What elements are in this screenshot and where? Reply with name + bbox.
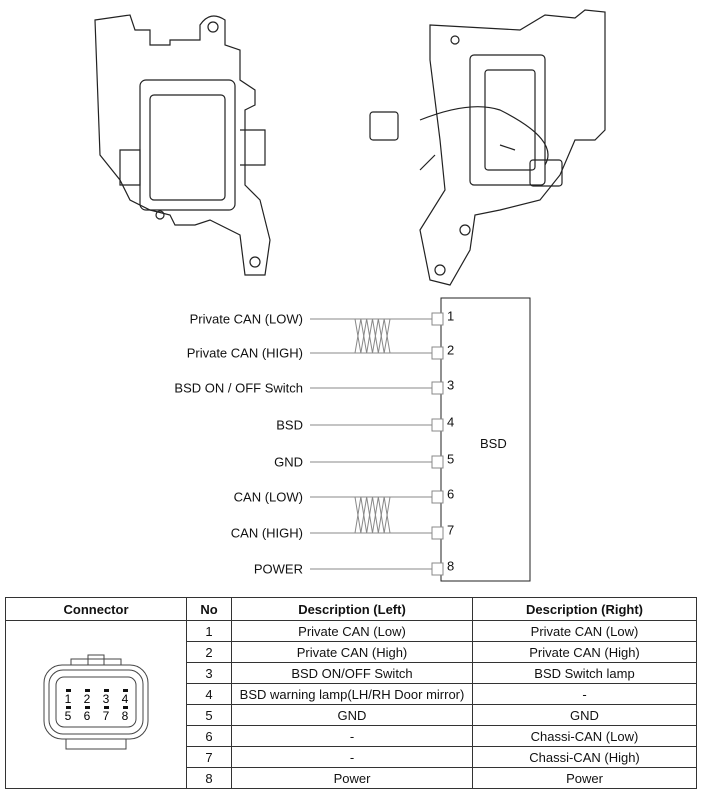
header-connector: Connector [5,597,187,621]
wire-label: BSD [276,417,303,433]
header-no: No [186,597,232,621]
wire-label: Private CAN (HIGH) [186,345,303,361]
wiring-schematic [310,297,531,582]
desc-right: Chassi-CAN (High) [472,746,697,768]
desc-right: GND [472,704,697,726]
pin-number: 7 [447,522,455,538]
pin-terminal [431,381,444,395]
connector-pin-label: 8 [122,709,129,723]
connector-pin-label: 6 [84,709,91,723]
pin-no: 6 [186,725,232,747]
pin-number: 4 [447,414,455,430]
pin-terminal [431,455,444,469]
pin-no: 8 [186,767,232,789]
desc-right: Private CAN (High) [472,641,697,663]
pin-no: 5 [186,704,232,726]
connector-pin-label: 1 [65,692,72,706]
pin-number: 2 [447,342,455,358]
wire-label: CAN (LOW) [233,489,303,505]
desc-left: - [231,725,473,747]
desc-left: BSD warning lamp(LH/RH Door mirror) [231,683,473,705]
wire-label: Private CAN (LOW) [189,311,303,327]
connector-face-icon: 1 52 63 74 8 [43,654,149,750]
bsd-module-label: BSD [480,436,507,451]
header-desc-right: Description (Right) [472,597,697,621]
connector-pin-label: 3 [103,692,110,706]
desc-left: Private CAN (Low) [231,620,473,642]
pin-no: 3 [186,662,232,684]
desc-left: Private CAN (High) [231,641,473,663]
wire-label: BSD ON / OFF Switch [174,380,303,396]
wire-label: GND [274,454,303,470]
pin-no: 4 [186,683,232,705]
bsd-unit-rear-illustration [369,9,606,286]
bsd-module-box [440,297,531,582]
desc-right: Power [472,767,697,789]
connector-pin-label: 4 [122,692,129,706]
pin-terminal [431,418,444,432]
pin-no: 2 [186,641,232,663]
diagram-canvas [94,9,606,582]
twisted-pair [354,496,391,534]
pin-number: 1 [447,308,455,324]
desc-left: GND [231,704,473,726]
pin-no: 1 [186,620,232,642]
pin-table: Connector No Description (Left) Descript… [5,597,697,789]
wire-label: CAN (HIGH) [230,525,303,541]
table-row: 6-Chassi-CAN (Low) [6,725,697,747]
pin-number: 5 [447,451,455,467]
connector-pin-label: 2 [84,692,91,706]
twisted-pair [354,318,391,354]
desc-right: Chassi-CAN (Low) [472,725,697,747]
desc-right: - [472,683,697,705]
pin-no: 7 [186,746,232,768]
header-desc-left: Description (Left) [231,597,473,621]
pin-number: 6 [447,486,455,502]
pin-terminal [431,490,444,504]
connector-pin-label: 5 [65,709,72,723]
desc-left: Power [231,767,473,789]
table-row: 7-Chassi-CAN (High) [6,746,697,768]
pin-terminal [431,312,444,326]
pin-number: 8 [447,558,455,574]
desc-left: BSD ON/OFF Switch [231,662,473,684]
pin-terminal [431,346,444,360]
bsd-unit-front-illustration [94,14,271,276]
desc-right: Private CAN (Low) [472,620,697,642]
pin-number: 3 [447,377,455,393]
pin-terminal [431,562,444,576]
desc-right: BSD Switch lamp [472,662,697,684]
pin-terminal [431,526,444,540]
desc-left: - [231,746,473,768]
connector-pin-label: 7 [103,709,110,723]
wire-label: POWER [253,561,303,577]
